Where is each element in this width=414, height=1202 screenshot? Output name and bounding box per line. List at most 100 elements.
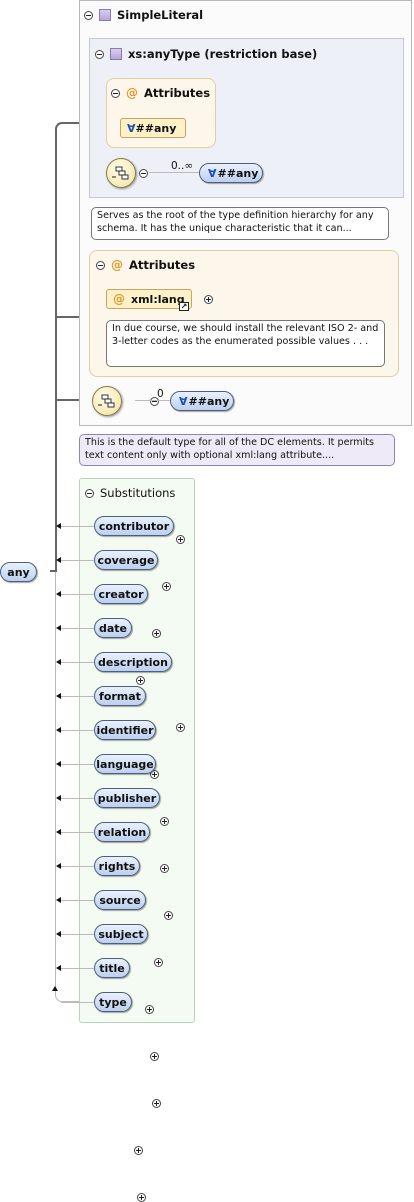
expand-icon[interactable]: [137, 1193, 146, 1202]
connector-line: [61, 968, 94, 969]
restriction-header: xs:anyType (restriction base): [95, 47, 317, 61]
expand-icon[interactable]: [136, 676, 145, 685]
substitution-subject[interactable]: subject: [94, 924, 148, 944]
expand-icon[interactable]: [164, 911, 173, 920]
substitution-language[interactable]: language: [94, 754, 156, 774]
sequence-collapse-icon[interactable]: [139, 169, 148, 178]
substitution-row: identifier: [0, 91, 414, 826]
connector-line: [61, 900, 94, 901]
outer-any-element[interactable]: ∀ ##any: [170, 391, 234, 411]
substitution-row: language: [0, 104, 414, 873]
substitution-bracket: [55, 572, 95, 1002]
substitutions-header: Substitutions: [85, 486, 175, 500]
substitution-creator[interactable]: creator: [94, 584, 148, 604]
expand-icon[interactable]: [145, 1005, 154, 1014]
restriction-documentation: Serves as the root of the type definitio…: [91, 207, 389, 240]
expand-icon[interactable]: [176, 723, 185, 732]
substitution-description[interactable]: description: [94, 652, 172, 672]
substitution-coverage[interactable]: coverage: [94, 550, 158, 570]
outer-any-label: ##any: [188, 394, 230, 408]
any-attribute[interactable]: ∀ ##any: [120, 118, 186, 138]
arrow-icon: [56, 557, 61, 563]
arrow-up-icon: [52, 986, 58, 991]
wildcard-icon: ∀: [208, 166, 217, 180]
substitution-title[interactable]: title: [94, 958, 130, 978]
substitution-source[interactable]: source: [94, 890, 146, 910]
attribute-icon: @: [111, 258, 123, 272]
expand-icon[interactable]: [150, 770, 159, 779]
substitution-identifier[interactable]: identifier: [94, 720, 156, 740]
connector-line: [61, 934, 94, 935]
xml-lang-attribute[interactable]: @ xml:lang: [106, 289, 192, 309]
root-connector: [50, 570, 57, 572]
connector-line: [61, 696, 94, 697]
arrow-icon: [56, 897, 61, 903]
connector-line: [61, 866, 94, 867]
substitution-format[interactable]: format: [94, 686, 146, 706]
root-label: any: [7, 565, 30, 579]
sequence-icon[interactable]: [106, 158, 136, 188]
sequence-glyph: [98, 394, 115, 408]
expand-icon[interactable]: [176, 535, 185, 544]
expand-icon[interactable]: [162, 582, 171, 591]
collapse-icon[interactable]: [111, 88, 120, 98]
outer-seq-connector: [55, 399, 92, 401]
sequence-collapse-icon[interactable]: [150, 397, 159, 406]
restriction-label: xs:anyType (restriction base): [128, 47, 318, 61]
collapse-icon[interactable]: [95, 49, 104, 59]
sequence-icon[interactable]: [92, 386, 122, 416]
arrow-icon: [56, 727, 61, 733]
expand-icon[interactable]: [150, 1052, 159, 1061]
substitution-contributor[interactable]: contributor: [94, 516, 174, 536]
connector-line: [61, 628, 94, 629]
collapse-icon[interactable]: [96, 260, 105, 270]
any-attribute-label: ##any: [135, 121, 177, 135]
attributes-connector: [55, 316, 92, 318]
wildcard-icon: ∀: [127, 121, 136, 135]
arrow-icon: [56, 625, 61, 631]
root-element-any[interactable]: any: [0, 562, 37, 582]
expand-icon[interactable]: [160, 864, 169, 873]
root-bracket-top: [55, 122, 92, 572]
restriction-attributes-label: Attributes: [144, 86, 211, 100]
arrow-icon: [56, 659, 61, 665]
outer-any-cardinality: 0: [157, 388, 164, 400]
expand-icon[interactable]: [160, 817, 169, 826]
expand-icon[interactable]: [203, 295, 213, 304]
connector-line: [61, 798, 94, 799]
type-icon: [110, 48, 122, 60]
attribute-icon: @: [113, 292, 125, 306]
connector-line: [61, 832, 94, 833]
substitution-publisher[interactable]: publisher: [94, 788, 160, 808]
collapse-icon[interactable]: [85, 488, 94, 498]
expand-icon[interactable]: [154, 958, 163, 967]
substitution-type[interactable]: type: [94, 992, 132, 1012]
substitution-row: coverage: [0, 26, 414, 591]
substitution-relation[interactable]: relation: [94, 822, 150, 842]
arrow-icon: [56, 931, 61, 937]
attributes-label: Attributes: [129, 258, 196, 272]
connector-line: [61, 560, 94, 561]
restriction-attributes-header: @ Attributes: [111, 86, 210, 100]
expand-icon[interactable]: [152, 1099, 161, 1108]
substitution-date[interactable]: date: [94, 618, 132, 638]
link-arrow-icon: ↗: [179, 302, 189, 311]
any-cardinality: 0..∞: [171, 160, 194, 172]
any-element[interactable]: ∀ ##any: [199, 163, 263, 183]
connector-line: [61, 730, 94, 731]
arrow-icon: [56, 829, 61, 835]
type-documentation: This is the default type for all of the …: [79, 434, 395, 466]
expand-icon[interactable]: [134, 1146, 143, 1155]
connector-line: [135, 400, 170, 401]
collapse-icon[interactable]: [84, 10, 93, 20]
connector-line: [61, 764, 94, 765]
arrow-icon: [56, 761, 61, 767]
substitution-row: relation: [0, 130, 414, 967]
arrow-icon: [56, 693, 61, 699]
substitution-row: publisher: [0, 117, 414, 920]
xml-lang-label: xml:lang: [131, 292, 185, 306]
substitution-row: date: [0, 52, 414, 685]
arrow-icon: [56, 591, 61, 597]
expand-icon[interactable]: [152, 629, 161, 638]
substitution-rights[interactable]: rights: [94, 856, 140, 876]
